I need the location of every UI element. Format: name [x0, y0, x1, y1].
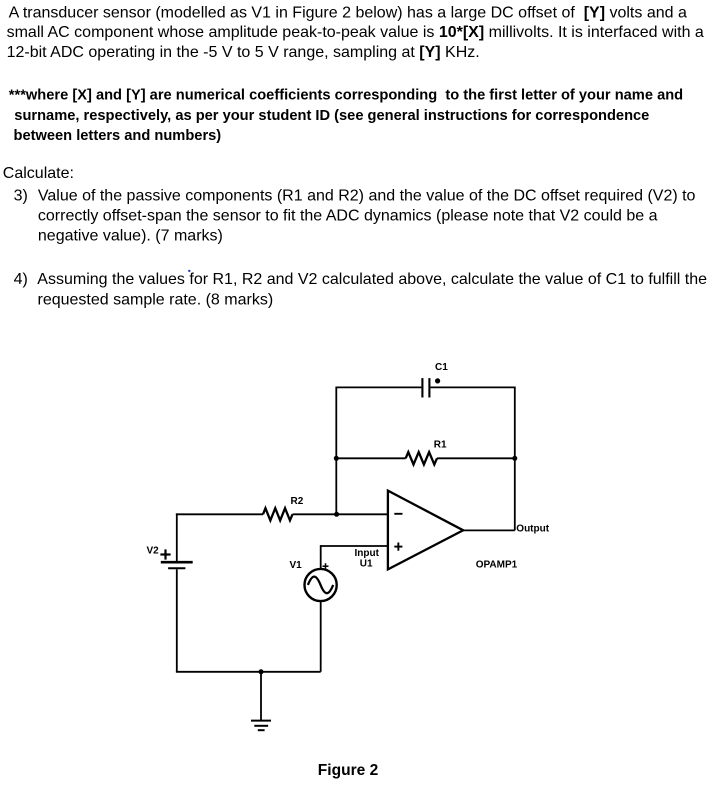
v1-sine-icon: [306, 575, 335, 595]
source-v1: [303, 563, 338, 603]
junction-dot-ground-node: [258, 669, 264, 675]
label-output: Output: [516, 524, 549, 535]
junction-dot-feedback-left: [333, 455, 339, 461]
label-r2: R2: [291, 496, 304, 507]
intro-line-1: A transducer sensor (modelled as V1 in F…: [9, 4, 687, 21]
item-3-line-1: 3)Value of the passive components (R1 an…: [14, 187, 696, 204]
intro-line-2: small AC component whose amplitude peak-…: [7, 24, 704, 41]
label-v1: V1: [290, 560, 303, 571]
note-line-2: surname, respectively, as per your stude…: [14, 108, 649, 124]
v1-plus-icon: [322, 563, 329, 570]
stray-ink-dot: [188, 269, 191, 273]
v2-plus-icon: [160, 549, 171, 560]
calculate-heading: Calculate:: [3, 165, 74, 182]
note-line-1: ***where [X] and [Y] are numerical coeff…: [9, 88, 683, 104]
resistor-r1-zigzag: [404, 449, 439, 468]
junction-dot-inverting-node: [334, 511, 340, 517]
figure-caption: Figure 2: [318, 762, 379, 779]
label-opamp1: OPAMP1: [476, 559, 518, 570]
item-4-line-2: requested sample rate. (8 marks): [38, 292, 274, 309]
label-input: Input: [355, 548, 380, 559]
opamp-triangle: [386, 488, 466, 572]
item-4-line-1: 4)Assuming the values for R1, R2 and V2 …: [14, 271, 708, 288]
label-r1: R1: [434, 440, 447, 451]
label-c1: C1: [435, 362, 448, 373]
intro-line-3: 12-bit ADC operating in the -5 V to 5 V …: [7, 44, 480, 61]
source-v2: [160, 549, 193, 570]
capacitor-polarity-dot: [435, 378, 441, 384]
note-line-3: between letters and numbers): [14, 128, 222, 144]
label-v2: V2: [147, 546, 160, 557]
opamp-u1: [386, 488, 466, 572]
circuit-diagram: C1 R1 R2 V1 V2 Input U1 Output OPAMP1: [147, 362, 550, 732]
junction-dot-feedback-right: [512, 455, 518, 461]
opamp-plus-icon: [394, 542, 403, 551]
item-3-line-3: negative value). (7 marks): [38, 228, 223, 245]
label-u1: U1: [360, 558, 373, 569]
ground-icon: [251, 719, 271, 732]
item-3-line-2: correctly offset-span the sensor to fit …: [38, 208, 658, 225]
resistor-r2-zigzag: [261, 505, 294, 524]
capacitor-c1: [421, 378, 441, 398]
problem-statement: A transducer sensor (modelled as V1 in F…: [3, 4, 707, 308]
